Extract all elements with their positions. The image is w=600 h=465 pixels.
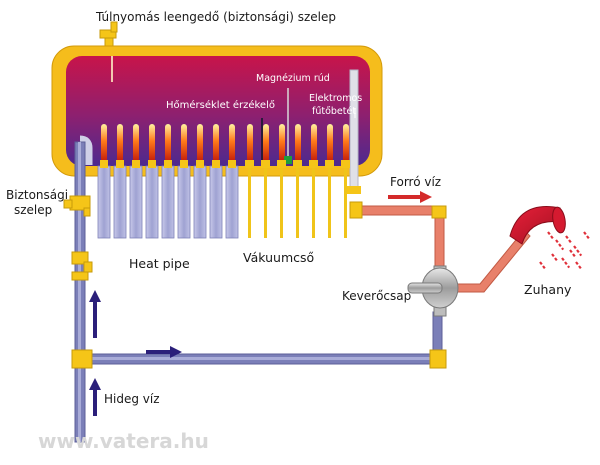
vacuum-tube-rod bbox=[264, 166, 267, 238]
heat-pipe-collar bbox=[228, 160, 236, 168]
relief-valve bbox=[99, 21, 118, 51]
heat-pipe-tip bbox=[213, 124, 219, 162]
vacuum-tube-collar bbox=[309, 160, 318, 168]
heat-pipe-tube bbox=[193, 165, 207, 239]
flow-arrow-up-lower bbox=[89, 378, 101, 416]
magnesium-rod bbox=[284, 88, 292, 164]
heat-pipe-collar bbox=[212, 160, 220, 168]
label-hot-water: Forró víz bbox=[390, 175, 441, 189]
heat-pipe-tube bbox=[225, 165, 239, 239]
label-magnesium-rod: Magnézium rúd bbox=[256, 73, 330, 84]
elbow-fitting bbox=[429, 349, 447, 369]
heat-pipe-collar bbox=[180, 160, 188, 168]
vacuum-tube-tip bbox=[327, 124, 333, 162]
heat-pipe-tube bbox=[145, 165, 159, 239]
label-safety-valve-line1: Biztonsági bbox=[6, 188, 68, 202]
heat-pipe-tube bbox=[209, 165, 223, 239]
label-heater-line2: fűtőbetét bbox=[312, 106, 356, 117]
heat-pipe-tip bbox=[149, 124, 155, 162]
label-safety-valve-line2: szelep bbox=[14, 203, 52, 217]
spray-drop bbox=[565, 235, 573, 245]
shower-head bbox=[509, 206, 566, 245]
vacuum-tube-tip bbox=[247, 124, 253, 162]
vacuum-tubes bbox=[245, 160, 350, 238]
heat-pipe-tip bbox=[229, 124, 235, 162]
heat-pipe-tube bbox=[161, 165, 175, 239]
vacuum-tube-collar bbox=[245, 160, 254, 168]
vacuum-tube-tips bbox=[247, 124, 349, 162]
label-cold-water: Hideg víz bbox=[104, 392, 160, 406]
heat-pipe-collar bbox=[148, 160, 156, 168]
heat-pipe-collar bbox=[164, 160, 172, 168]
vacuum-tube-rod bbox=[248, 166, 251, 238]
heat-pipe-tip bbox=[133, 124, 139, 162]
spray-drop bbox=[539, 261, 547, 271]
vacuum-tube-collar bbox=[293, 160, 302, 168]
vacuum-tube-collar bbox=[261, 160, 270, 168]
spray-drop bbox=[555, 239, 565, 251]
vacuum-tube-tip bbox=[263, 124, 269, 162]
vacuum-tube-rod bbox=[296, 166, 299, 238]
heat-pipe-tip bbox=[197, 124, 203, 162]
heat-pipe-tube bbox=[113, 165, 127, 239]
flow-arrow-right bbox=[146, 346, 182, 358]
vacuum-tube-collar bbox=[325, 160, 334, 168]
label-heat-pipe: Heat pipe bbox=[129, 256, 190, 271]
spray-drop bbox=[561, 257, 571, 269]
heat-pipe-collar bbox=[116, 160, 124, 168]
flow-arrow-up-upper bbox=[89, 290, 101, 338]
heat-pipe-tube bbox=[97, 165, 111, 239]
label-shower: Zuhany bbox=[524, 282, 572, 297]
vacuum-tube-rod bbox=[312, 166, 315, 238]
vacuum-tube-tip bbox=[311, 124, 317, 162]
vacuum-tube-tip bbox=[343, 124, 349, 162]
vacuum-tube-rod bbox=[344, 166, 347, 238]
spray-drop bbox=[583, 231, 590, 240]
heat-pipe-tip bbox=[117, 124, 123, 162]
label-relief-valve: Túlnyomás leengedő (biztonsági) szelep bbox=[95, 10, 336, 24]
label-mixer: Keverőcsap bbox=[342, 289, 411, 303]
mixer-tap bbox=[407, 265, 459, 317]
heat-pipe-collar bbox=[196, 160, 204, 168]
spray-drop bbox=[547, 231, 555, 241]
spray-drop bbox=[551, 253, 559, 263]
label-vacuum-tube: Vákuumcső bbox=[243, 250, 314, 265]
heat-pipe-tip bbox=[165, 124, 171, 162]
vacuum-tube-collar bbox=[341, 160, 350, 168]
vacuum-tube-collar bbox=[277, 160, 286, 168]
spray-drop bbox=[575, 261, 583, 271]
heat-pipe-tube bbox=[129, 165, 143, 239]
label-temp-sensor: Hőmérséklet érzékelő bbox=[166, 99, 275, 111]
safety-valve-fitting bbox=[63, 195, 91, 217]
spray-drop bbox=[569, 249, 576, 258]
spray-drop bbox=[573, 245, 583, 257]
watermark: www.vatera.hu bbox=[38, 429, 209, 453]
tee-fitting bbox=[71, 349, 93, 369]
vacuum-tube-tip bbox=[295, 124, 301, 162]
heat-pipe-tube bbox=[177, 165, 191, 239]
vacuum-tube-rod bbox=[280, 166, 283, 238]
heat-pipe-tip bbox=[101, 124, 107, 162]
check-valve-fitting bbox=[71, 251, 93, 281]
heat-pipe-tips bbox=[101, 124, 235, 162]
heat-pipe-tip bbox=[181, 124, 187, 162]
heat-pipe-tubes bbox=[97, 160, 239, 239]
vacuum-tube-tip bbox=[279, 124, 285, 162]
heat-pipe-collar bbox=[100, 160, 108, 168]
electric-heater bbox=[347, 69, 361, 194]
shower-spray bbox=[539, 231, 590, 271]
vacuum-tube-rod bbox=[328, 166, 331, 238]
heat-pipe-collar bbox=[132, 160, 140, 168]
flow-arrow-hot bbox=[388, 191, 432, 203]
label-heater-line1: Elektromos bbox=[309, 93, 362, 104]
